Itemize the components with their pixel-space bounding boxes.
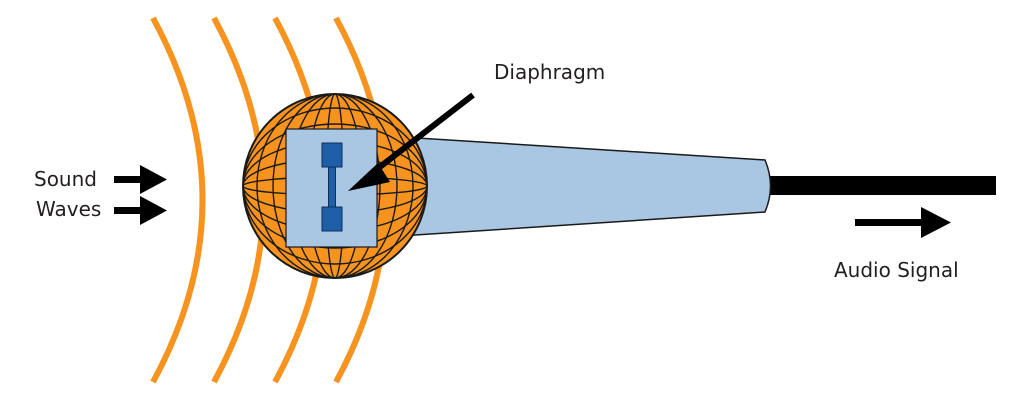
sound-wave-arc-1 [150,16,206,384]
sound-waves-label-line-2: Waves [36,197,102,221]
audio-signal-label: Audio Signal [834,258,959,282]
right-arrow-icon [114,196,167,225]
sound-waves-label-line-1: Sound [34,167,97,191]
audio-cable [766,176,996,195]
diaphragm-label: Diaphragm [494,60,606,84]
microphone-body [369,134,772,239]
right-arrow-icon [114,165,167,194]
diaphragm-pointer-arrow [348,92,475,191]
diaphragm [321,142,343,232]
right-arrow-icon [855,207,951,238]
